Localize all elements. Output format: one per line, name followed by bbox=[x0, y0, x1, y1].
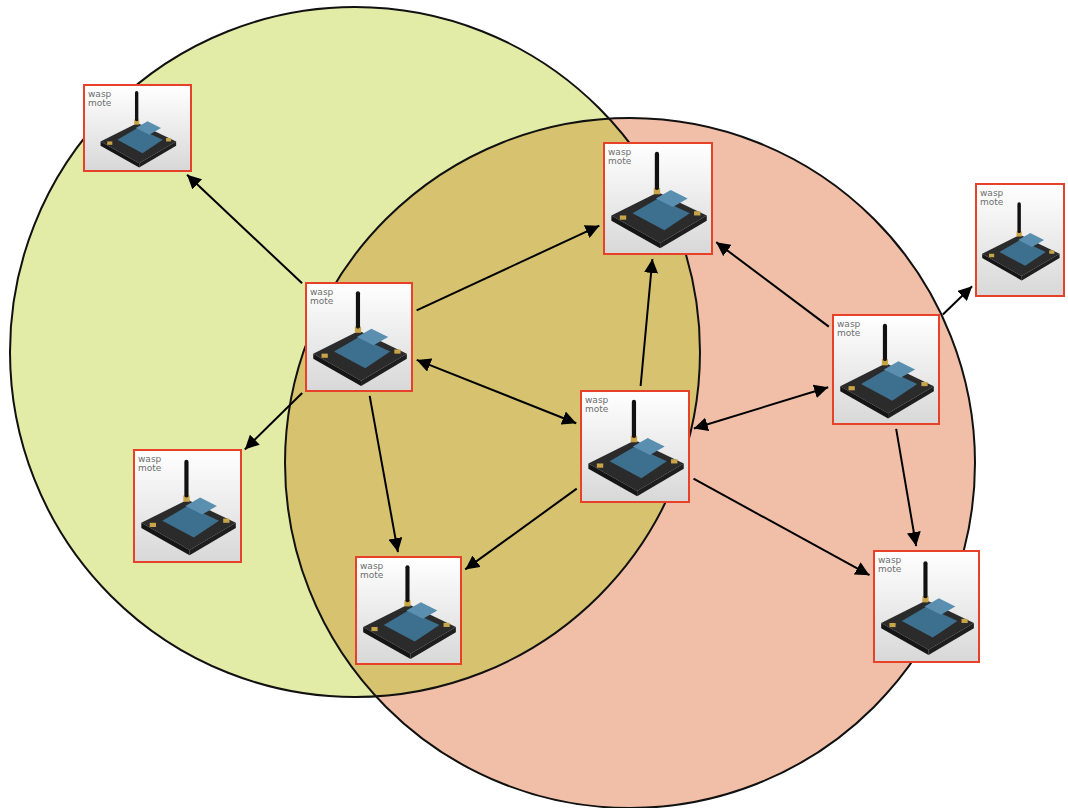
radio-link bbox=[465, 489, 577, 570]
radio-link bbox=[370, 396, 398, 552]
radio-link bbox=[896, 429, 916, 546]
sensor-node: wasp mote bbox=[603, 142, 713, 255]
coverage-circle bbox=[10, 7, 700, 697]
device-logo: wasp mote bbox=[837, 320, 860, 339]
sensor-node: wasp mote bbox=[832, 314, 940, 425]
device-logo: wasp mote bbox=[980, 189, 1003, 208]
sensor-node: wasp mote bbox=[83, 84, 192, 172]
radio-link bbox=[417, 226, 600, 311]
sensor-node: wasp mote bbox=[305, 282, 413, 392]
sensor-node: wasp mote bbox=[873, 550, 980, 663]
sensor-node: wasp mote bbox=[580, 390, 690, 503]
device-logo: wasp mote bbox=[585, 396, 608, 415]
radio-link bbox=[694, 387, 828, 428]
sensor-node: wasp mote bbox=[975, 183, 1065, 297]
radio-link bbox=[943, 286, 972, 314]
device-logo: wasp mote bbox=[608, 148, 631, 167]
sensor-node: wasp mote bbox=[133, 449, 242, 563]
radio-link bbox=[716, 242, 829, 326]
device-logo: wasp mote bbox=[88, 90, 111, 109]
device-logo: wasp mote bbox=[310, 288, 333, 307]
radio-link bbox=[245, 393, 302, 449]
radio-link bbox=[187, 175, 302, 284]
sensor-node: wasp mote bbox=[355, 556, 462, 665]
radio-link bbox=[417, 360, 577, 423]
coverage-outline bbox=[10, 7, 700, 697]
coverage-overlap bbox=[10, 7, 700, 697]
device-logo: wasp mote bbox=[138, 455, 161, 474]
device-logo: wasp mote bbox=[360, 562, 383, 581]
device-logo: wasp mote bbox=[878, 556, 901, 575]
coverage-outline bbox=[285, 118, 975, 808]
radio-link bbox=[641, 259, 653, 386]
radio-link bbox=[694, 479, 870, 576]
